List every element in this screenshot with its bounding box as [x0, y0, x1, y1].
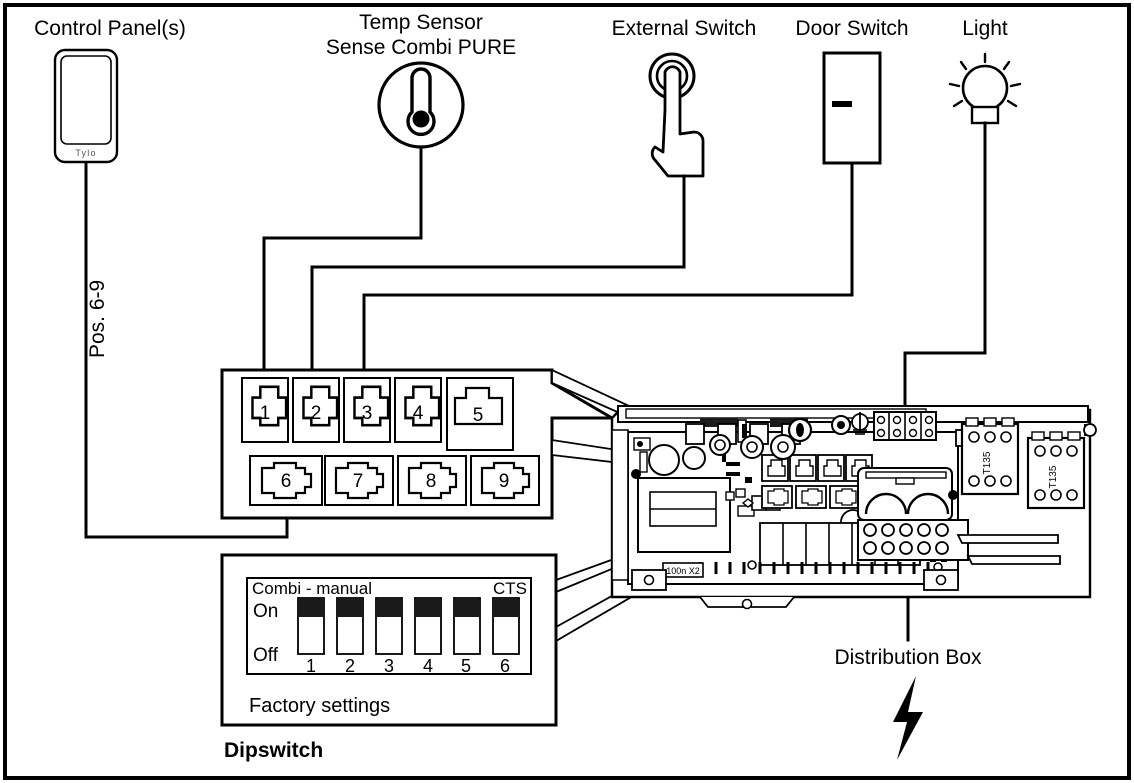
jack-4[interactable]: 4 [394, 377, 442, 443]
jack-3[interactable]: 3 [343, 377, 391, 443]
dipswitch-header-right: CTS [493, 579, 527, 598]
distribution-box-pcb[interactable]: 100n X2 [610, 405, 1097, 610]
dipswitch-switch-6[interactable]: 6 [492, 597, 520, 676]
wire-external-switch [310, 174, 686, 384]
jack-9[interactable]: 9 [470, 455, 540, 506]
dipswitch-off-label: Off [253, 645, 279, 666]
jack-1[interactable]: 1 [241, 377, 289, 443]
door-switch-label: Door Switch [795, 17, 909, 40]
diagram-border [3, 3, 1131, 780]
dipswitch-number-6: 6 [500, 656, 510, 676]
door-switch-icon [822, 51, 882, 165]
wire-control-panel [84, 161, 289, 539]
wire-light [903, 121, 987, 427]
jack-4-number: 4 [413, 403, 424, 424]
thermometer-icon [377, 61, 465, 149]
dipswitch-number-1: 1 [306, 656, 316, 676]
wire-temp-sensor [262, 145, 423, 384]
dipswitch-number-3: 3 [384, 656, 394, 676]
light-label: Light [962, 17, 1008, 40]
jack-1-number: 1 [260, 403, 271, 424]
temp-sensor-label-line1: Temp Sensor [359, 11, 483, 34]
temp-sensor-label-line2: Sense Combi PURE [326, 35, 516, 60]
dipswitch-switch-5[interactable]: 5 [453, 597, 481, 676]
wire-door-switch [362, 161, 854, 384]
jack-2[interactable]: 2 [292, 377, 340, 443]
control-panel-label: Control Panel(s) [34, 17, 186, 40]
control-panel-icon: Tylo [53, 48, 119, 164]
relay-label-2: T135 [1048, 465, 1059, 488]
dipswitch-number-2: 2 [345, 656, 355, 676]
mains-terminal-block [873, 411, 937, 441]
distribution-box-label: Distribution Box [834, 646, 982, 669]
jack-7[interactable]: 7 [324, 455, 394, 506]
dipswitch-switch-1[interactable]: 1 [297, 597, 325, 676]
jack-8[interactable]: 8 [397, 455, 467, 506]
dipswitch-switch-3[interactable]: 3 [375, 597, 403, 676]
svg-text:100n X2: 100n X2 [666, 566, 700, 576]
dipswitch-footer: Factory settings [249, 695, 390, 717]
jack-8-number: 8 [426, 471, 437, 492]
temp-sensor-label-normal: Sense Combi [325, 36, 458, 59]
hand-press-icon [648, 52, 705, 178]
wire-bundle [84, 121, 987, 642]
pcb-coil-assembly [857, 467, 958, 521]
relay-module-1: T135 [960, 417, 1020, 496]
lightbulb-icon [948, 52, 1022, 125]
external-switch-label: External Switch [611, 17, 757, 40]
jack-7-number: 7 [353, 471, 364, 492]
jack-6[interactable]: 6 [249, 455, 323, 506]
jack-9-number: 9 [499, 471, 510, 492]
jack-5[interactable]: 5 [446, 377, 514, 451]
pcb-screw-terminal-row [857, 519, 969, 561]
jack-3-number: 3 [362, 403, 373, 424]
dipswitch-switch-4[interactable]: 4 [414, 597, 442, 676]
pcb-pin-rail [698, 562, 930, 574]
jack-6-number: 6 [281, 471, 292, 492]
relay-module-2: T135 [1026, 431, 1086, 510]
dipswitch-on-label: On [253, 601, 278, 622]
relay-label-1: T135 [982, 451, 993, 474]
connector-jack-panel[interactable]: 1 2 3 4 5 [220, 368, 618, 520]
pcb-component-label: 100n X2 [662, 562, 704, 578]
jack-2-number: 2 [311, 403, 322, 424]
dipswitch-caption: Dipswitch [224, 739, 324, 762]
lightning-bolt-icon [893, 676, 923, 760]
dipswitch-number-4: 4 [423, 656, 433, 676]
temp-sensor-label-bold: PURE [457, 36, 517, 59]
dipswitch-header-left: Combi - manual [252, 579, 372, 598]
jack-5-number: 5 [473, 405, 484, 426]
dipswitch-number-5: 5 [461, 656, 471, 676]
dipswitch-panel[interactable]: Combi - manual CTS On Off 1 2 3 [220, 553, 558, 727]
dipswitch-switch-2[interactable]: 2 [336, 597, 364, 676]
svg-text:Tylo: Tylo [75, 148, 96, 158]
